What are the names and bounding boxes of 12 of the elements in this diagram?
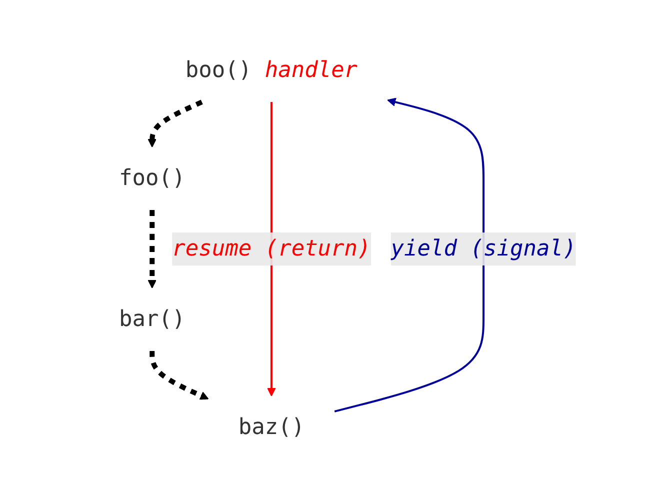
node-text: baz() [238,414,304,440]
edge-label: yield (signal) [390,236,576,262]
node-label: handler [264,58,358,83]
arrow [148,100,203,148]
arrow [266,102,276,396]
arrow [334,98,484,412]
node-text: foo() [118,166,186,191]
node-text: boo() [185,58,252,83]
arrow [150,351,209,400]
edge-label: resume (return) [172,236,371,262]
node-text: bar() [118,306,186,332]
arrow [148,210,156,288]
